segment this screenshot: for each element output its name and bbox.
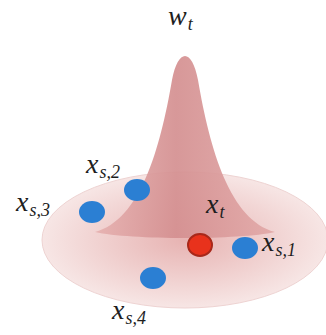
target-dot (188, 234, 212, 256)
sample-dot (140, 267, 166, 289)
variable-subscript: s,4 (125, 309, 146, 327)
variable-symbol: w (168, 2, 187, 30)
variable-symbol: x (16, 188, 28, 216)
sample-dot (79, 201, 105, 223)
variable-symbol: x (86, 150, 98, 178)
variable-subscript: t (219, 203, 224, 221)
variable-subscript: s,1 (275, 241, 296, 259)
variable-subscript: s,3 (29, 201, 50, 219)
variable-subscript: t (188, 15, 193, 33)
variable-symbol: x (112, 296, 124, 324)
sample-dot (124, 179, 150, 201)
variable-subscript: s,2 (99, 163, 120, 181)
gaussian-bump (95, 56, 275, 238)
variable-symbol: x (262, 228, 274, 256)
sample-dot (232, 237, 258, 259)
variable-symbol: x (206, 190, 218, 218)
